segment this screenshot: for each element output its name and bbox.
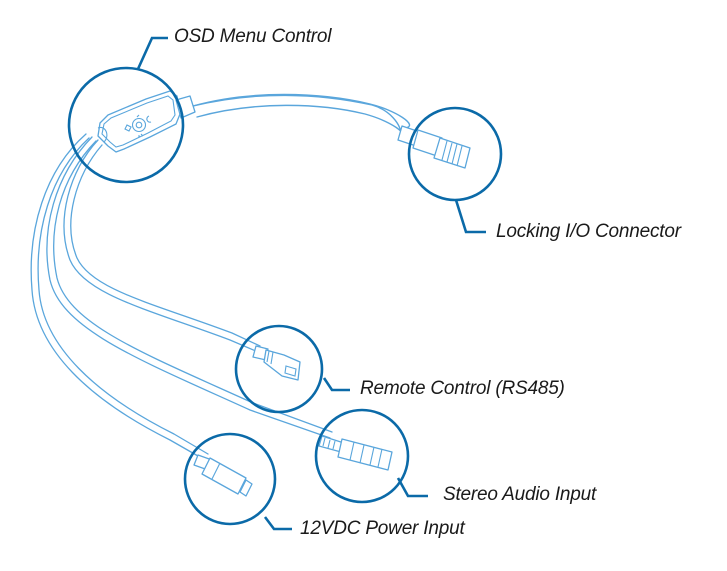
stereo-audio-connector <box>318 435 393 471</box>
power-cable <box>30 133 209 461</box>
label-remote-control-rs485: Remote Control (RS485) <box>360 378 565 399</box>
osd-control-box <box>97 90 196 153</box>
callout-io <box>407 106 503 234</box>
rs485-cable <box>63 139 261 353</box>
power-connector <box>193 454 253 497</box>
callout-audio <box>314 408 428 504</box>
callout-power <box>183 432 292 531</box>
callout-osd <box>67 36 185 184</box>
audio-cable <box>46 136 333 439</box>
callout-rs485 <box>234 324 350 414</box>
rs485-connector <box>252 345 301 381</box>
locking-io-connector <box>397 125 471 169</box>
label-stereo-audio-input: Stereo Audio Input <box>443 484 597 505</box>
main-cable <box>192 93 411 140</box>
label-12vdc-power-input: 12VDC Power Input <box>300 518 465 539</box>
label-osd-menu-control: OSD Menu Control <box>174 26 332 47</box>
label-locking-io-connector: Locking I/O Connector <box>496 221 681 242</box>
